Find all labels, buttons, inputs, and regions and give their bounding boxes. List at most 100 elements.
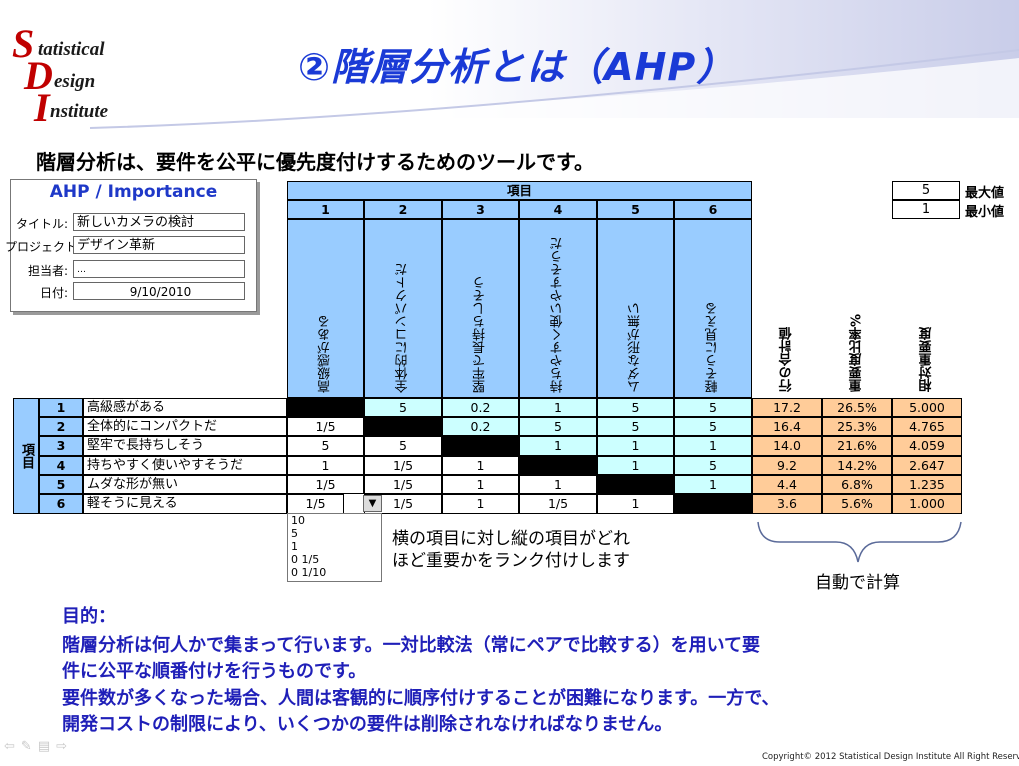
column-item-header: 軽そうに見える xyxy=(674,219,752,398)
column-number-cell: 3 xyxy=(442,200,519,219)
result-cell: 21.6% xyxy=(822,436,892,456)
max-value-cell[interactable]: 5 xyxy=(892,181,960,200)
project-field[interactable]: デザイン革新 xyxy=(73,236,245,254)
rank-note-line-2: ほど重要かをランク付けします xyxy=(392,551,630,571)
diagonal-cell: 1 xyxy=(519,456,597,475)
comparison-cell[interactable]: 1/5 xyxy=(364,494,442,514)
comparison-cell[interactable]: 1 xyxy=(674,436,752,456)
result-cell: 2.647 xyxy=(892,456,962,475)
auto-calc-brace xyxy=(757,521,962,563)
row-item-label: ムダな形が無い xyxy=(83,475,287,494)
result-cell: 16.4 xyxy=(752,417,822,436)
comparison-cell[interactable]: 1 xyxy=(597,456,674,475)
logo-letter-s: S xyxy=(12,21,35,66)
comparison-cell[interactable]: 1 xyxy=(519,398,597,417)
title-field[interactable]: 新しいカメラの検討 xyxy=(73,213,245,231)
dropdown-option[interactable]: 0 1/5 xyxy=(291,553,320,566)
comparison-cell[interactable]: 1/5 xyxy=(364,456,442,475)
max-value-label: 最大値 xyxy=(965,186,1005,201)
comparison-cell[interactable]: 5 xyxy=(287,436,364,456)
column-number-cell: 1 xyxy=(287,200,364,219)
purpose-line-4: 開発コストの制限により、いくつかの要件は削除されなければなりません。 xyxy=(62,714,673,735)
comparison-cell[interactable]: 0.2 xyxy=(442,417,519,436)
ahp-info-panel: AHP / Importance タイトル: 新しいカメラの検討 プロジェクト … xyxy=(5,179,257,312)
row-number-cell: 3 xyxy=(39,436,83,456)
comparison-cell[interactable]: 5 xyxy=(674,398,752,417)
copyright-text: Copyright© 2012 Statistical Design Insti… xyxy=(762,752,1019,762)
comparison-cell[interactable]: 1 xyxy=(287,456,364,475)
comparison-cell[interactable]: 1/5 xyxy=(519,494,597,514)
dropdown-option[interactable]: 1 xyxy=(291,540,298,553)
comparison-cell[interactable]: 5 xyxy=(674,456,752,475)
comparison-cell[interactable]: 1/5 xyxy=(287,494,344,514)
dropdown-option[interactable]: 5 xyxy=(291,527,298,540)
comparison-cell[interactable]: 5 xyxy=(597,398,674,417)
row-group-header: 項目 xyxy=(13,398,39,514)
min-value-cell[interactable]: 1 xyxy=(892,200,960,219)
comparison-cell[interactable]: 1/5 xyxy=(287,417,364,436)
menu-icon[interactable]: ▤ xyxy=(37,739,57,754)
row-group-label: 項目 xyxy=(19,443,34,469)
result-cell: 1.000 xyxy=(892,494,962,514)
logo-word-institute: nstitute xyxy=(50,101,109,122)
slide-title: ②階層分析とは（AHP） xyxy=(298,45,736,89)
comparison-cell[interactable]: 1/5 xyxy=(287,475,364,494)
column-item-label: 高級感がある xyxy=(318,315,333,393)
result-cell: 25.3% xyxy=(822,417,892,436)
comparison-cell[interactable]: 5 xyxy=(364,436,442,456)
row-number-cell: 4 xyxy=(39,456,83,475)
purpose-line-2: 件に公平な順番付けを行うものです。 xyxy=(62,661,367,682)
result-cell: 26.5% xyxy=(822,398,892,417)
owner-field[interactable]: … xyxy=(73,260,245,278)
logo-letter-i: I xyxy=(34,85,50,130)
column-item-label: 持ちやすく使いやすそうだ xyxy=(550,237,566,393)
dropdown-option[interactable]: 10 xyxy=(291,514,305,527)
comparison-cell[interactable]: 1 xyxy=(442,494,519,514)
comparison-cell[interactable]: 1 xyxy=(597,494,674,514)
comparison-cell[interactable]: 1 xyxy=(519,475,597,494)
row-item-label: 持ちやすく使いやすそうだ xyxy=(83,456,287,475)
row-number-cell: 2 xyxy=(39,417,83,436)
comparison-cell[interactable]: 1/5 xyxy=(364,475,442,494)
diagonal-cell: 1 xyxy=(287,398,364,417)
purpose-line-1: 階層分析は何人かで集まって行います。一対比較法（常にペアで比較する）を用いて要 xyxy=(62,635,761,656)
row-item-label: 高級感がある xyxy=(83,398,287,417)
date-field[interactable]: 9/10/2010 xyxy=(73,282,245,300)
purpose-heading: 目的： xyxy=(62,606,116,627)
column-item-header: ムダな形が無い xyxy=(597,219,674,398)
owner-label: 担当者: xyxy=(27,264,68,278)
row-item-label: 堅牢で長持ちしそう xyxy=(83,436,287,456)
comparison-cell[interactable]: 5 xyxy=(519,417,597,436)
dropdown-option[interactable]: 0 1/10 xyxy=(291,566,327,579)
comparison-cell[interactable]: 5 xyxy=(364,398,442,417)
min-value-label: 最小値 xyxy=(965,205,1005,220)
result-header-label: 相対重要度 xyxy=(919,327,935,392)
logo-word-statistical: tatistical xyxy=(38,39,105,60)
rank-dropdown-list[interactable]: 10 5 1 0 1/5 0 1/10 xyxy=(287,513,382,582)
prev-arrow-icon[interactable]: ⇦ xyxy=(4,739,21,754)
row-number-cell: 5 xyxy=(39,475,83,494)
result-cell: 14.2% xyxy=(822,456,892,475)
result-header-label: 行の合計値 xyxy=(779,327,795,392)
comparison-cell[interactable]: 1 xyxy=(519,436,597,456)
column-item-header: 全体的にコンパクトだ xyxy=(364,219,442,398)
project-label: プロジェクト xyxy=(5,240,78,254)
logo-word-design: esign xyxy=(54,71,96,92)
result-cell: 1.235 xyxy=(892,475,962,494)
dropdown-arrow-button[interactable]: ▼ xyxy=(363,495,382,512)
comparison-cell[interactable]: 5 xyxy=(597,417,674,436)
pen-icon[interactable]: ✎ xyxy=(20,739,38,754)
comparison-cell[interactable]: 1 xyxy=(597,436,674,456)
comparison-cell[interactable]: 1 xyxy=(674,475,752,494)
diagonal-cell: 1 xyxy=(597,475,674,494)
column-item-label: 全体的にコンパクトだ xyxy=(395,263,411,393)
comparison-cell[interactable]: 1 xyxy=(442,475,519,494)
comparison-cell[interactable]: 5 xyxy=(674,417,752,436)
comparison-cell[interactable]: 1 xyxy=(442,456,519,475)
column-group-header: 項目 xyxy=(287,181,752,200)
column-item-label: 堅牢で長持ちしそう xyxy=(473,276,488,393)
next-arrow-icon[interactable]: ⇨ xyxy=(56,739,74,754)
column-item-header: 高級感がある xyxy=(287,219,364,398)
comparison-cell[interactable]: 0.2 xyxy=(442,398,519,417)
result-cell: 4.4 xyxy=(752,475,822,494)
